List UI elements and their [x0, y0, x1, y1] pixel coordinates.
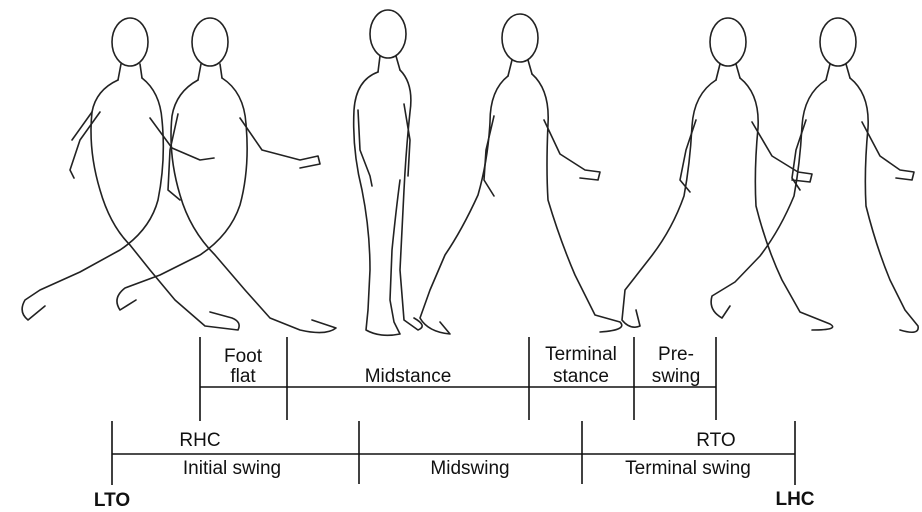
terminal-swing-label: Terminal swing: [625, 458, 751, 479]
terminal-stance-label-line2: stance: [553, 366, 609, 387]
walking-figure-5: [622, 18, 833, 330]
walking-figure-4: [420, 14, 622, 334]
walking-figures: [22, 10, 918, 335]
foot-flat-label-line1: Foot: [224, 346, 263, 367]
lhc-label: LHC: [775, 489, 814, 510]
initial-swing-label: Initial swing: [183, 458, 281, 479]
swing-phase-bar: RHC RTO Initial swing Midswing Terminal …: [94, 421, 815, 511]
walking-figure-6: [711, 18, 918, 332]
midswing-label: Midswing: [430, 458, 509, 479]
pre-swing-label-line1: Pre-: [658, 344, 694, 365]
lto-label: LTO: [94, 490, 130, 511]
pre-swing-label-line2: swing: [652, 366, 701, 387]
midstance-label: Midstance: [365, 366, 452, 387]
walking-figure-2: [117, 18, 336, 333]
rhc-label: RHC: [179, 430, 220, 451]
stance-phase-bar: Foot flat Midstance Terminal stance Pre-…: [200, 337, 716, 421]
rto-label: RTO: [696, 430, 735, 451]
foot-flat-label-line2: flat: [230, 366, 256, 387]
terminal-stance-label-line1: Terminal: [545, 344, 617, 365]
walking-figure-3: [354, 10, 423, 335]
